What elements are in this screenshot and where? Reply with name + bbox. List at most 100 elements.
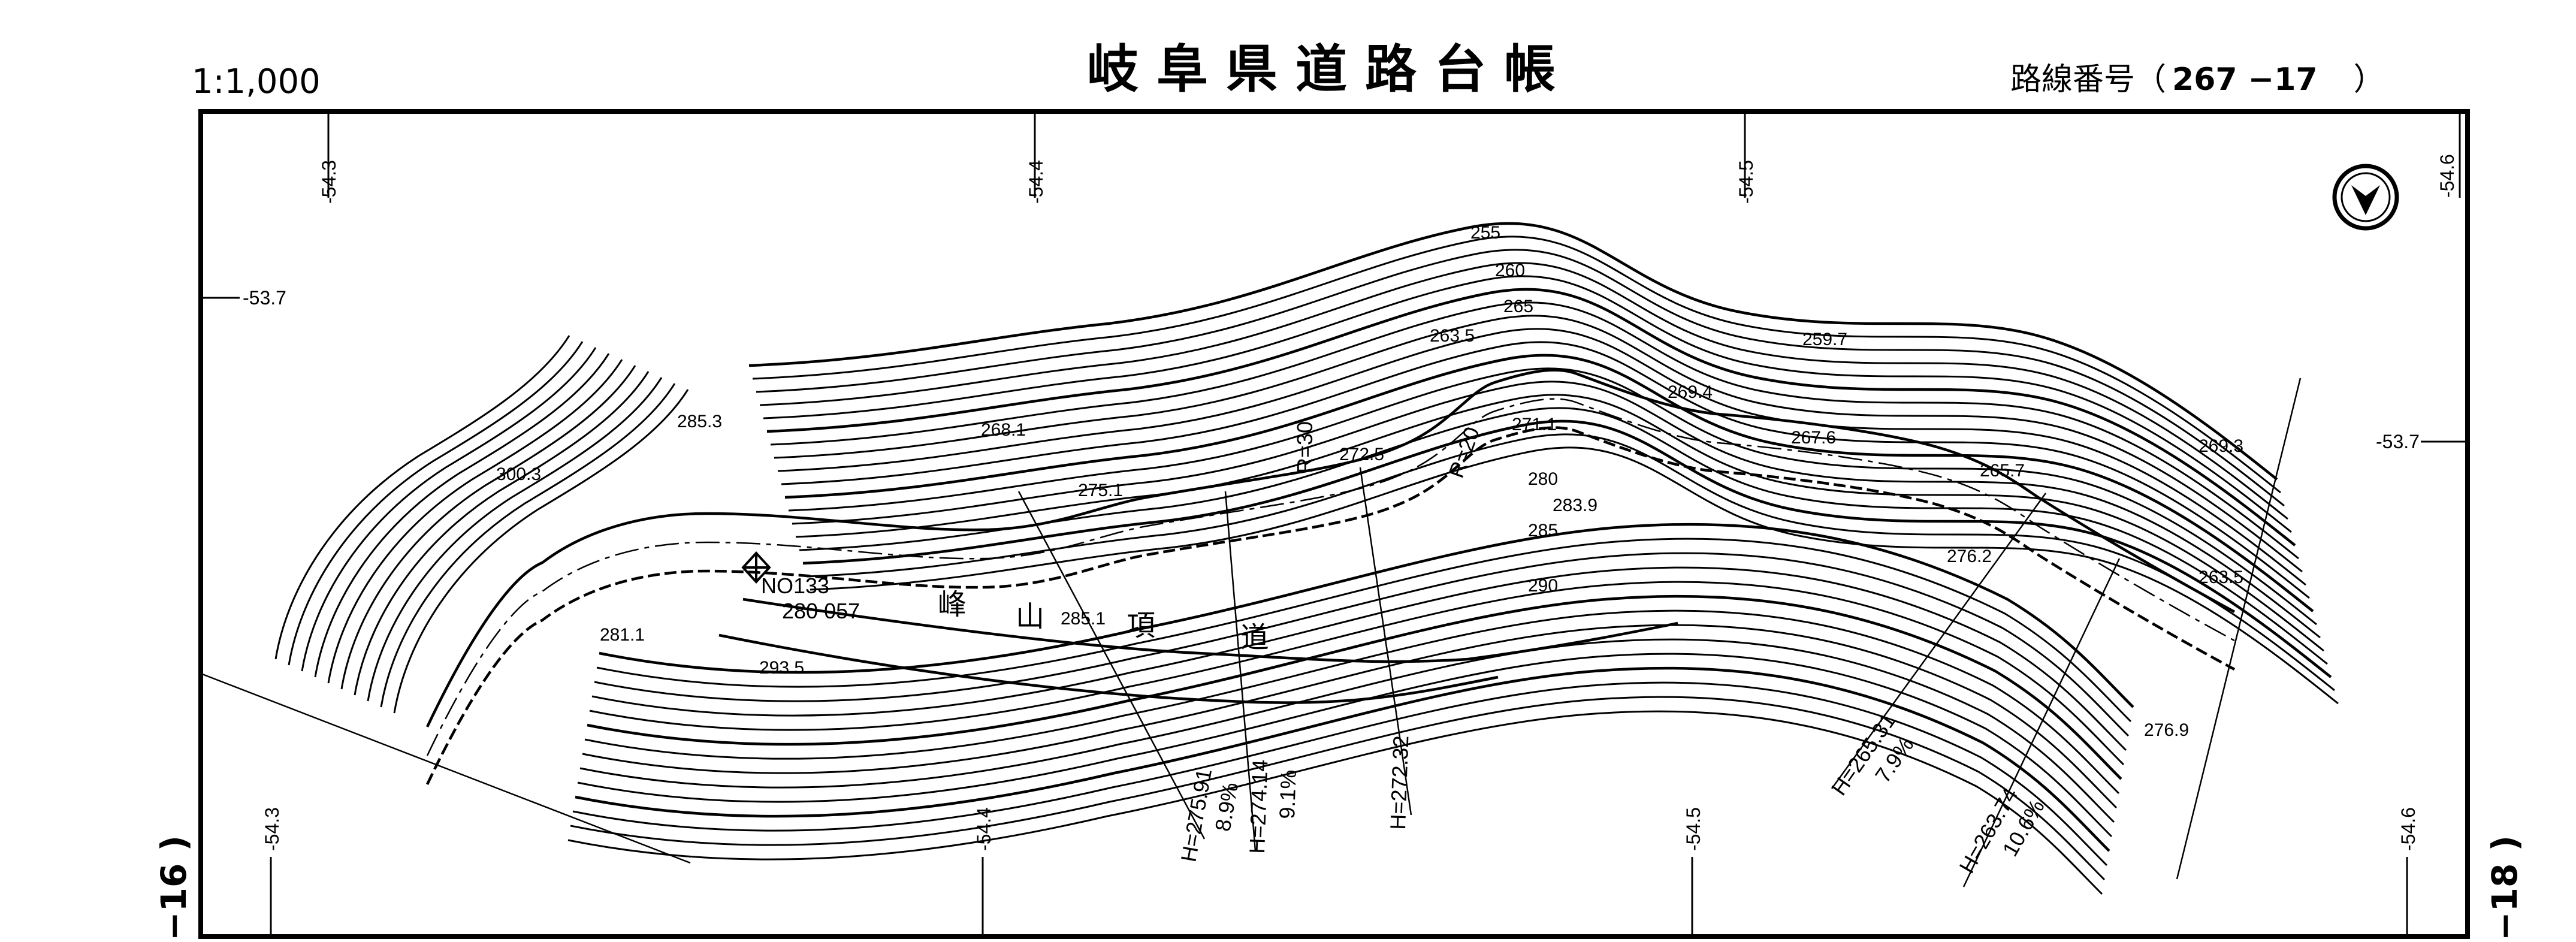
elevation-label: 272.5	[1339, 445, 1384, 464]
contour-line	[327, 359, 623, 684]
elevation-label: 275.1	[1078, 481, 1123, 500]
contour-line	[806, 433, 2335, 692]
elevation-label: 285.3	[677, 412, 722, 431]
elevation-label: 285	[1528, 521, 1558, 541]
contour-line	[570, 696, 2106, 881]
profile-grade: 8.9%	[1210, 780, 1243, 833]
contour-line	[810, 446, 2339, 705]
grid-label-bottom: -54.6	[2397, 807, 2419, 851]
contour-line	[763, 275, 2292, 533]
elevation-label: 290	[1528, 576, 1558, 596]
elevation-labels: 255 260 265 263.5 259.7 269.4 268.1 272.…	[496, 223, 2243, 740]
route-label: 路線番号（	[2010, 62, 2166, 98]
profile-height: H=274.14	[1245, 759, 1272, 854]
contour-line	[274, 335, 570, 660]
profile-lines	[1017, 467, 2121, 887]
profile-grade: 9.1%	[1275, 769, 1301, 819]
map-frame	[198, 109, 2470, 939]
contour-line	[748, 222, 2278, 481]
elevation-label: 265	[1503, 297, 1533, 316]
contour-line	[759, 262, 2288, 520]
route-number: 267 −17	[2172, 62, 2318, 98]
profile-height: H=272.32	[1385, 735, 1413, 830]
scale-label: 1:1,000	[192, 62, 321, 101]
route-close: ）	[2354, 62, 2385, 98]
contour-line	[777, 328, 2306, 586]
elevation-label: 263.5	[1430, 326, 1475, 346]
elevation-label: 276.9	[2144, 720, 2189, 740]
contour-line	[781, 341, 2310, 599]
grid-label-bottom: -54.5	[1683, 807, 1704, 851]
contour-line	[591, 566, 2127, 751]
elevation-label: 269.3	[2198, 436, 2243, 456]
road	[425, 369, 2236, 785]
grid-label-bottom: -54.3	[261, 807, 283, 851]
contour-line	[792, 381, 2321, 639]
curve-radius-label: R=20	[1443, 424, 1484, 481]
sheet-boundary-lines	[200, 378, 2302, 880]
profile-labels: H=275.91 8.9% H=274.14 9.1% H=272.32 H=2…	[1176, 708, 2049, 877]
contour-line	[589, 581, 2125, 766]
contour-line	[393, 389, 689, 714]
elevation-label: 293.5	[759, 658, 804, 678]
profile-height: H=275.91	[1176, 767, 1217, 864]
grid-label-right: -53.7	[2376, 431, 2420, 452]
north-arrow-icon	[2332, 164, 2399, 231]
contour-line	[766, 288, 2296, 547]
contour-line	[340, 365, 636, 690]
contour-lines	[274, 222, 2339, 895]
elevation-label: 268.1	[981, 420, 1026, 440]
contour-line	[774, 315, 2303, 573]
contour-line	[756, 249, 2285, 507]
contour-line	[594, 552, 2130, 737]
contour-line	[587, 594, 2122, 780]
route-number-label: 路線番号（267 −17 ）	[2010, 62, 2385, 98]
contour-line	[582, 624, 2118, 809]
grid-label-top: -54.4	[1025, 160, 1047, 204]
contour-line	[354, 371, 650, 696]
elevation-label: 280	[1528, 469, 1558, 489]
elevation-label: 255	[1470, 223, 1500, 243]
grid-labels-top: -54.3 -54.4 -54.5 -54.6	[318, 154, 2458, 204]
contour-line	[799, 407, 2328, 665]
contour-line	[577, 653, 2113, 838]
contour-line	[572, 681, 2108, 866]
grid-ticks	[201, 111, 2468, 937]
grid-label-top: -54.3	[318, 160, 340, 204]
grid-label-top: -54.5	[1735, 160, 1757, 204]
grid-label-top: -54.6	[2436, 154, 2458, 198]
elevation-label: 267.6	[1791, 428, 1836, 448]
grid-labels-bottom: -54.3 -54.4 -54.5 -54.6	[261, 807, 2419, 851]
contour-line	[770, 301, 2299, 560]
elevation-label: 271.1	[1512, 415, 1557, 434]
elevation-label: 259.7	[1802, 330, 1847, 349]
previous-sheet-label: −16 )	[153, 835, 194, 941]
elevation-label: 285.1	[1061, 609, 1106, 629]
contour-line	[579, 638, 2115, 823]
benchmark-id: NO133	[761, 573, 829, 598]
elevation-label: 281.1	[600, 625, 645, 645]
place-name-char: 項	[1127, 609, 1155, 642]
benchmark-icon	[741, 551, 771, 584]
benchmark-value: 280 057	[782, 599, 860, 623]
grid-label-left: -53.7	[243, 287, 286, 309]
contour-line	[288, 341, 584, 666]
place-name-char: 山	[1016, 600, 1044, 633]
contour-line	[301, 347, 597, 672]
contour-line	[584, 609, 2120, 795]
elevation-label: 260	[1495, 261, 1525, 280]
next-sheet-label: −18 )	[2484, 835, 2525, 941]
contour-line	[314, 353, 610, 678]
contour-line	[784, 354, 2314, 612]
elevation-label: 300.3	[496, 464, 541, 484]
contour-line	[795, 394, 2324, 652]
contour-line	[788, 367, 2317, 626]
contour-line	[380, 383, 676, 708]
elevation-label: 263.5	[2198, 567, 2243, 587]
contour-line	[752, 236, 2281, 494]
curve-radius-label: R=30	[1292, 421, 1317, 473]
elevation-label: 265.7	[1980, 461, 2025, 481]
elevation-label: 276.2	[1947, 547, 1992, 566]
elevation-label: 283.9	[1553, 496, 1597, 515]
